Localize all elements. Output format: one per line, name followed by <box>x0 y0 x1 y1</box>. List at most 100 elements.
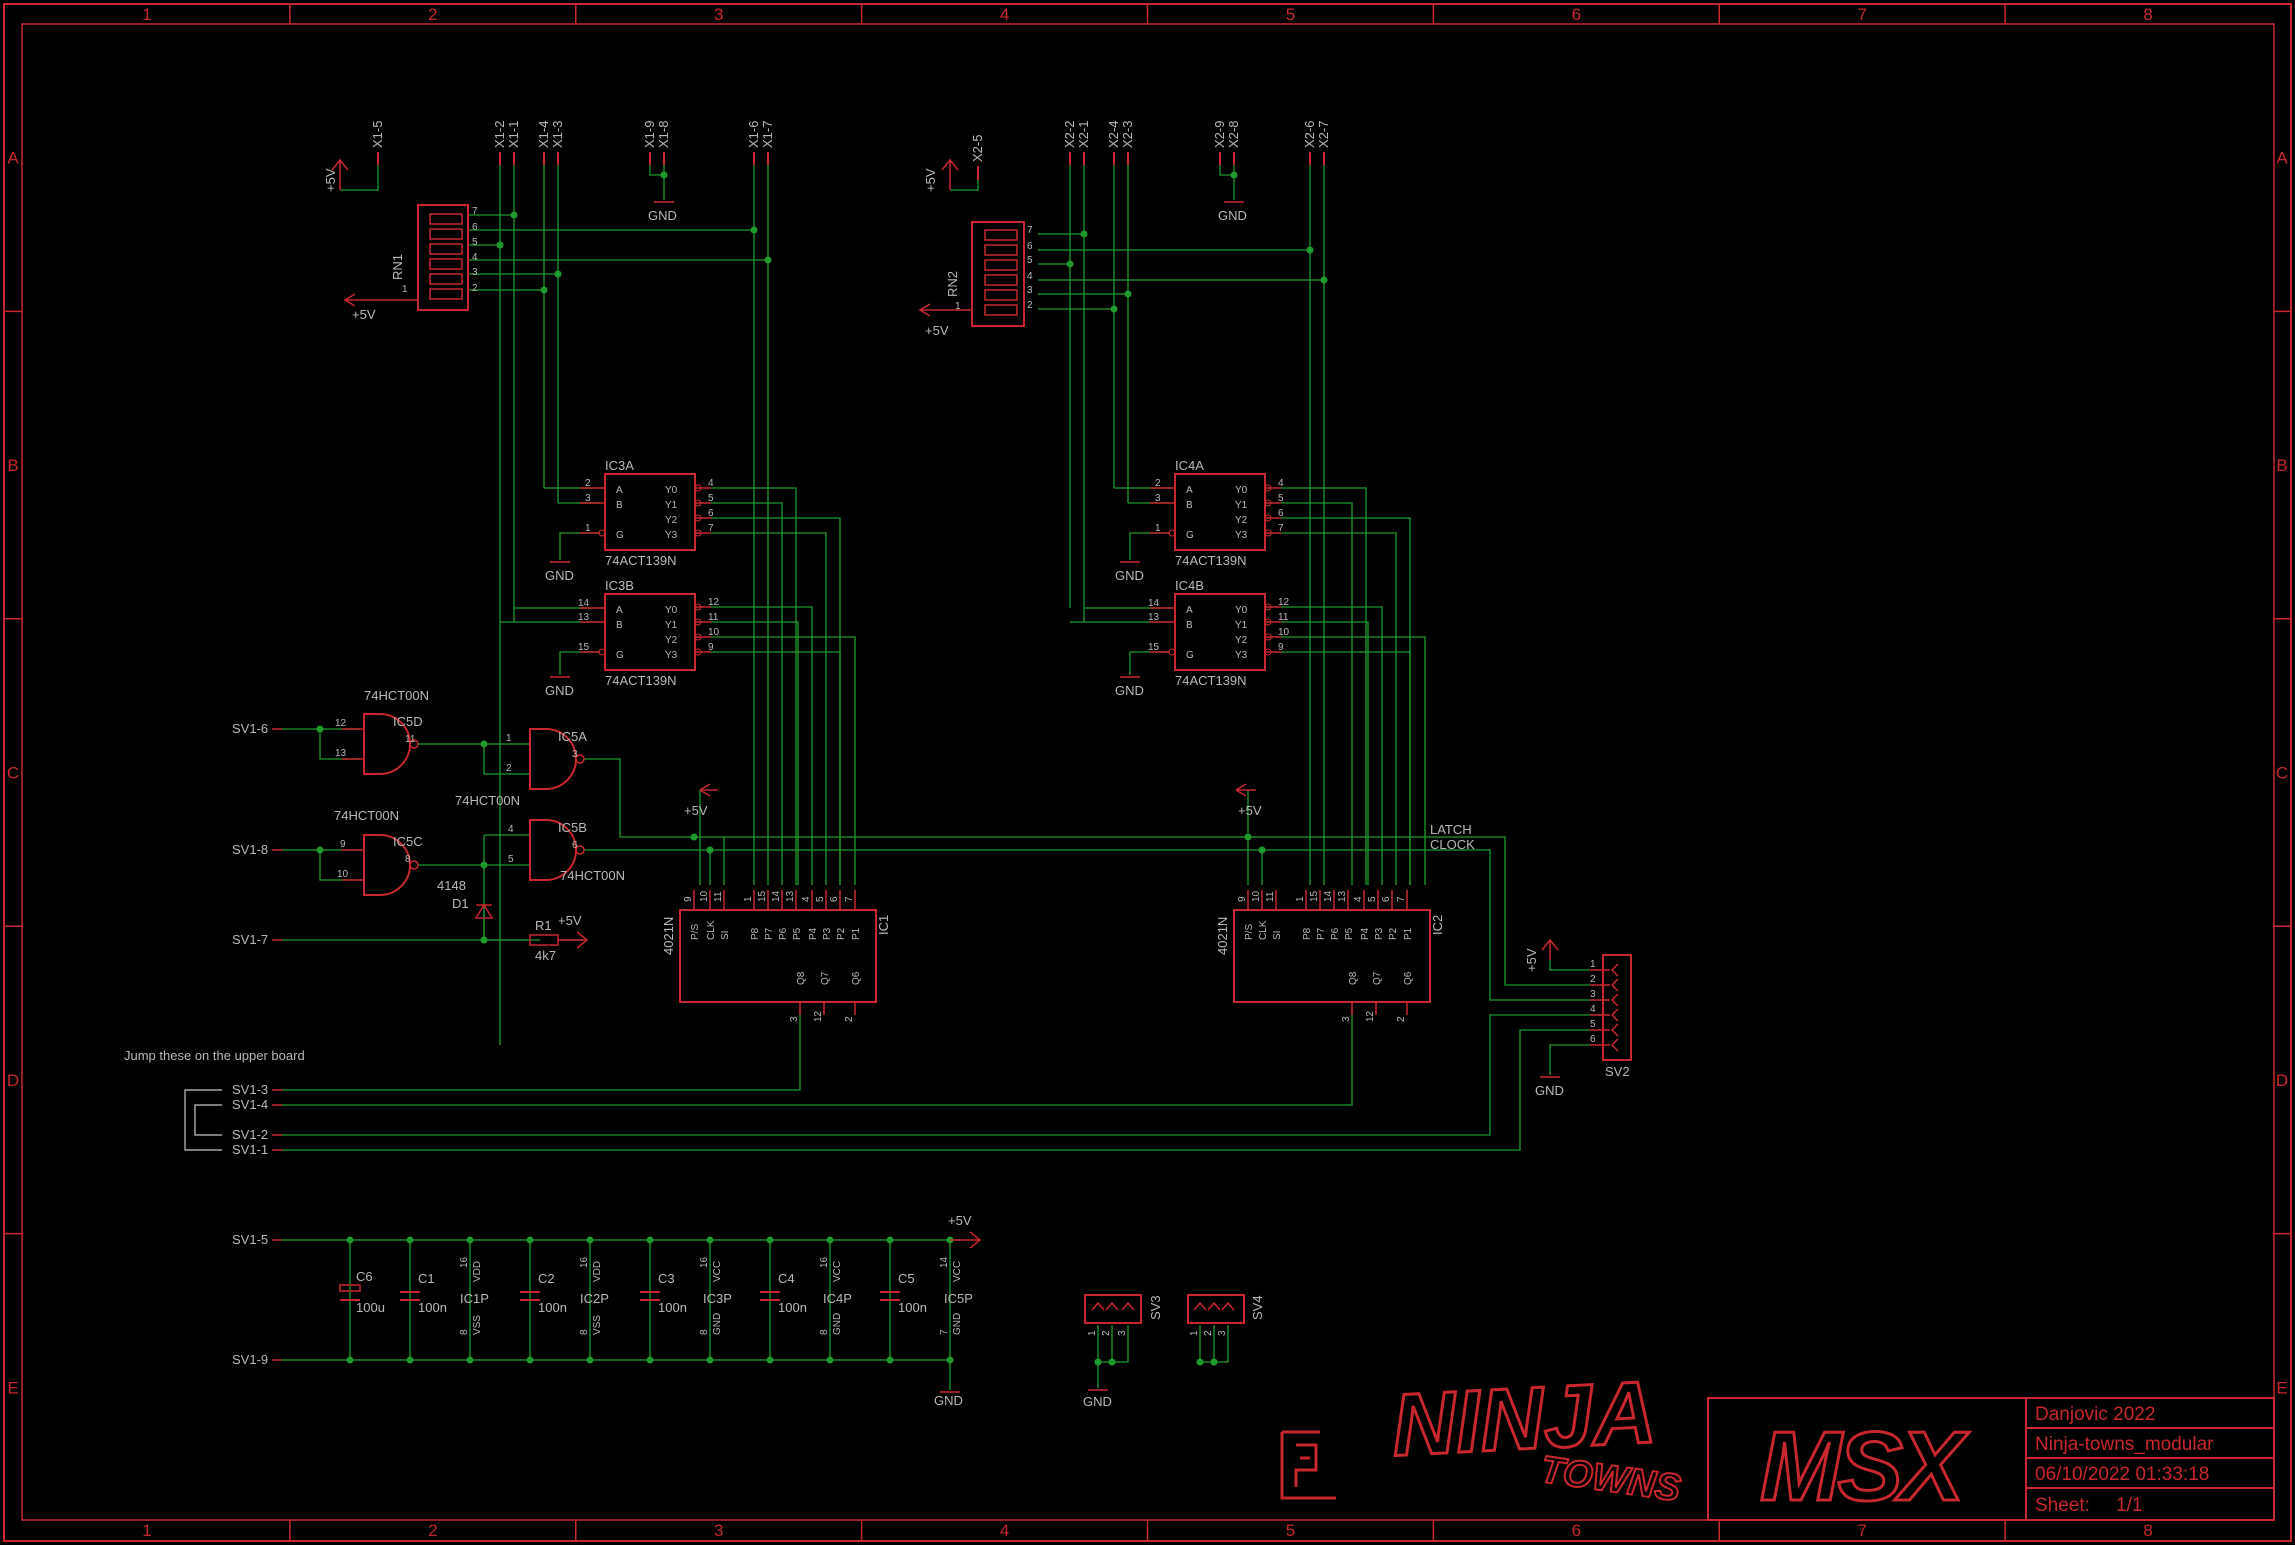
x1-label: X1-8 <box>656 121 671 148</box>
connector-sv3: 1 2 3 SV3 GND <box>1083 1294 1163 1409</box>
pin-label: Q6 <box>1403 971 1414 985</box>
rn1-name: RN1 <box>390 254 405 280</box>
svg-text:Y1: Y1 <box>665 620 678 631</box>
pin-label: Q7 <box>1372 971 1383 985</box>
shift-register-ic1: 4021N IC1 <box>661 890 891 1015</box>
pin-number: 1 <box>743 896 754 902</box>
pin-label: P7 <box>764 927 775 940</box>
svg-text:4: 4 <box>472 252 478 263</box>
svg-text:1: 1 <box>1189 1330 1200 1336</box>
svg-text:13: 13 <box>335 748 347 759</box>
x-pin-stubs <box>377 152 1325 180</box>
svg-text:A: A <box>616 605 623 616</box>
frame-label: 3 <box>714 5 723 24</box>
x1-label: X1-5 <box>370 121 385 148</box>
svg-text:VCC: VCC <box>832 1261 843 1282</box>
frame-label: 8 <box>2143 1521 2152 1540</box>
svg-text:IC5A: IC5A <box>558 729 587 744</box>
pin-number: 5 <box>815 896 826 902</box>
svg-text:6: 6 <box>1278 508 1284 519</box>
svg-text:16: 16 <box>459 1256 470 1268</box>
pin-number: 5 <box>1367 896 1378 902</box>
vcc-symbol-ic2: +5V <box>1235 783 1262 818</box>
x1-label: X1-2 <box>492 121 507 148</box>
pin-label: SI <box>720 931 731 940</box>
pin-label: Q8 <box>796 971 807 985</box>
svg-text:D1: D1 <box>452 896 469 911</box>
wires <box>280 165 1590 1390</box>
frame-label: 1 <box>142 5 151 24</box>
svg-text:10: 10 <box>337 869 349 880</box>
frame-label: 8 <box>2143 5 2152 24</box>
x1-label: X1-4 <box>536 121 551 148</box>
frame-label: C <box>2276 764 2288 783</box>
svg-text:8: 8 <box>459 1329 470 1335</box>
pin-label: P3 <box>1374 927 1385 940</box>
svg-text:4148: 4148 <box>437 878 466 893</box>
svg-text:3: 3 <box>472 267 478 278</box>
svg-text:74HCT00N: 74HCT00N <box>560 868 625 883</box>
svg-text:SV1-7: SV1-7 <box>232 932 268 947</box>
svg-text:74ACT139N: 74ACT139N <box>1175 553 1247 568</box>
power-part-ic2p: IC2P VDD VSS 16 8 <box>579 1256 609 1335</box>
pin-number: 10 <box>1251 890 1262 902</box>
frame-label: 1 <box>142 1521 151 1540</box>
svg-text:16: 16 <box>579 1256 590 1268</box>
svg-text:Y0: Y0 <box>1235 605 1248 616</box>
power-part-ic3p: IC3P VCC GND 16 8 <box>699 1256 732 1335</box>
svg-text:B: B <box>1186 500 1193 511</box>
pin-number: 4 <box>1353 896 1364 902</box>
nand-gate-ic5c: 74HCT00N IC5C 9 10 8 <box>334 808 423 896</box>
nand-gate-ic5d: 74HCT00N IC5D 12 13 11 <box>335 688 429 775</box>
svg-text:3: 3 <box>572 749 578 760</box>
svg-text:Y1: Y1 <box>665 500 678 511</box>
svg-text:4: 4 <box>508 824 514 835</box>
frame-label: D <box>2276 1071 2288 1090</box>
svg-text:1: 1 <box>506 733 512 744</box>
svg-text:5: 5 <box>1027 255 1033 266</box>
x2-label: X2-9 <box>1212 121 1227 148</box>
pin-number: 2 <box>1396 1016 1407 1022</box>
pin-number: 13 <box>1337 890 1348 902</box>
svg-text:2: 2 <box>1101 1330 1112 1336</box>
svg-text:14: 14 <box>578 598 590 609</box>
svg-text:+5V: +5V <box>684 803 708 818</box>
diode-d1: 4148 D1 <box>437 878 494 919</box>
svg-text:NINJA: NINJA <box>1390 1362 1659 1475</box>
svg-text:16: 16 <box>699 1256 710 1268</box>
svg-text:IC1: IC1 <box>876 915 891 935</box>
svg-text:SV2: SV2 <box>1605 1064 1630 1079</box>
svg-text:Y2: Y2 <box>665 635 678 646</box>
svg-text:8: 8 <box>819 1329 830 1335</box>
svg-text:5: 5 <box>508 854 514 865</box>
frame-label: 7 <box>1857 1521 1866 1540</box>
svg-text:IC3P: IC3P <box>703 1291 732 1306</box>
svg-text:74HCT00N: 74HCT00N <box>455 793 520 808</box>
svg-text:+5V: +5V <box>923 168 938 192</box>
svg-text:14: 14 <box>939 1256 950 1268</box>
svg-text:G: G <box>1186 650 1194 661</box>
svg-text:7: 7 <box>708 523 714 534</box>
svg-text:A: A <box>616 485 623 496</box>
pin-number: 12 <box>1365 1010 1376 1022</box>
svg-text:12: 12 <box>708 597 720 608</box>
svg-text:C1: C1 <box>418 1271 435 1286</box>
frame-label: 4 <box>1000 1521 1009 1540</box>
svg-text:74HCT00N: 74HCT00N <box>364 688 429 703</box>
rn2-name: RN2 <box>945 271 960 297</box>
pin-number: 14 <box>1323 890 1334 902</box>
x2-label: X2-1 <box>1076 121 1091 148</box>
svg-text:4021N: 4021N <box>661 917 676 955</box>
pin-number: 13 <box>785 890 796 902</box>
svg-text:2: 2 <box>1203 1330 1214 1336</box>
nand-gate-ic5b: IC5B 74HCT00N 4 5 6 <box>508 819 625 883</box>
svg-text:4k7: 4k7 <box>535 948 556 963</box>
svg-text:C5: C5 <box>898 1271 915 1286</box>
svg-text:G: G <box>616 530 624 541</box>
svg-text:1: 1 <box>1155 523 1161 534</box>
pin-number: 9 <box>683 896 694 902</box>
x1-connector-labels: X1-5 X1-2 X1-1 X1-4 X1-3 X1-9 X1-8 X1-6 … <box>370 121 775 148</box>
x2-connector-labels: X2-5 X2-2 X2-1 X2-4 X2-3 X2-9 X2-8 X2-6 … <box>970 121 1331 162</box>
svg-text:15: 15 <box>578 642 590 653</box>
pin-label: P4 <box>1360 927 1371 940</box>
